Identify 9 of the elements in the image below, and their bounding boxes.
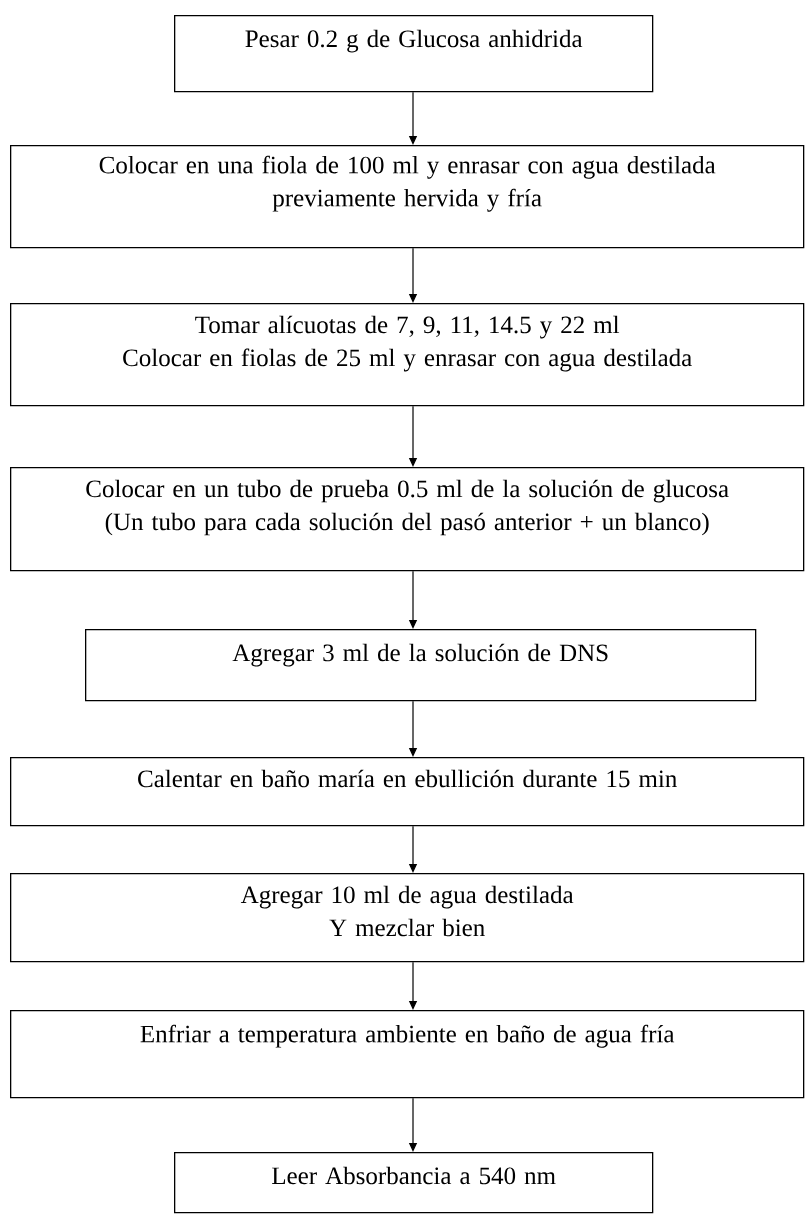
process-box: Enfriar a temperatura ambiente en baño de agua fría: [10, 1010, 805, 1099]
process-box: Pesar 0.2 g de Glucosa anhidrida: [174, 15, 654, 93]
process-box: Colocar en una fiola de 100 ml y enrasar con agua destilada previamente hervida y fría: [10, 145, 805, 249]
process-box: Colocar en un tubo de prueba 0.5 ml de la solución de glucosa (Un tubo para cada solución del pasó anterior + un blanco): [10, 467, 805, 572]
process-box: Agregar 3 ml de la solución de DNS: [85, 629, 757, 702]
process-box: Tomar alícuotas de 7, 9, 11, 14.5 y 22 ml Colocar en fiolas de 25 ml y enrasar con agua destilada: [10, 303, 805, 407]
process-box: Calentar en baño maría en ebullición durante 15 min: [10, 757, 805, 827]
process-box: Leer Absorbancia a 540 nm: [174, 1152, 654, 1214]
process-box: Agregar 10 ml de agua destilada Y mezclar bien: [10, 873, 805, 963]
